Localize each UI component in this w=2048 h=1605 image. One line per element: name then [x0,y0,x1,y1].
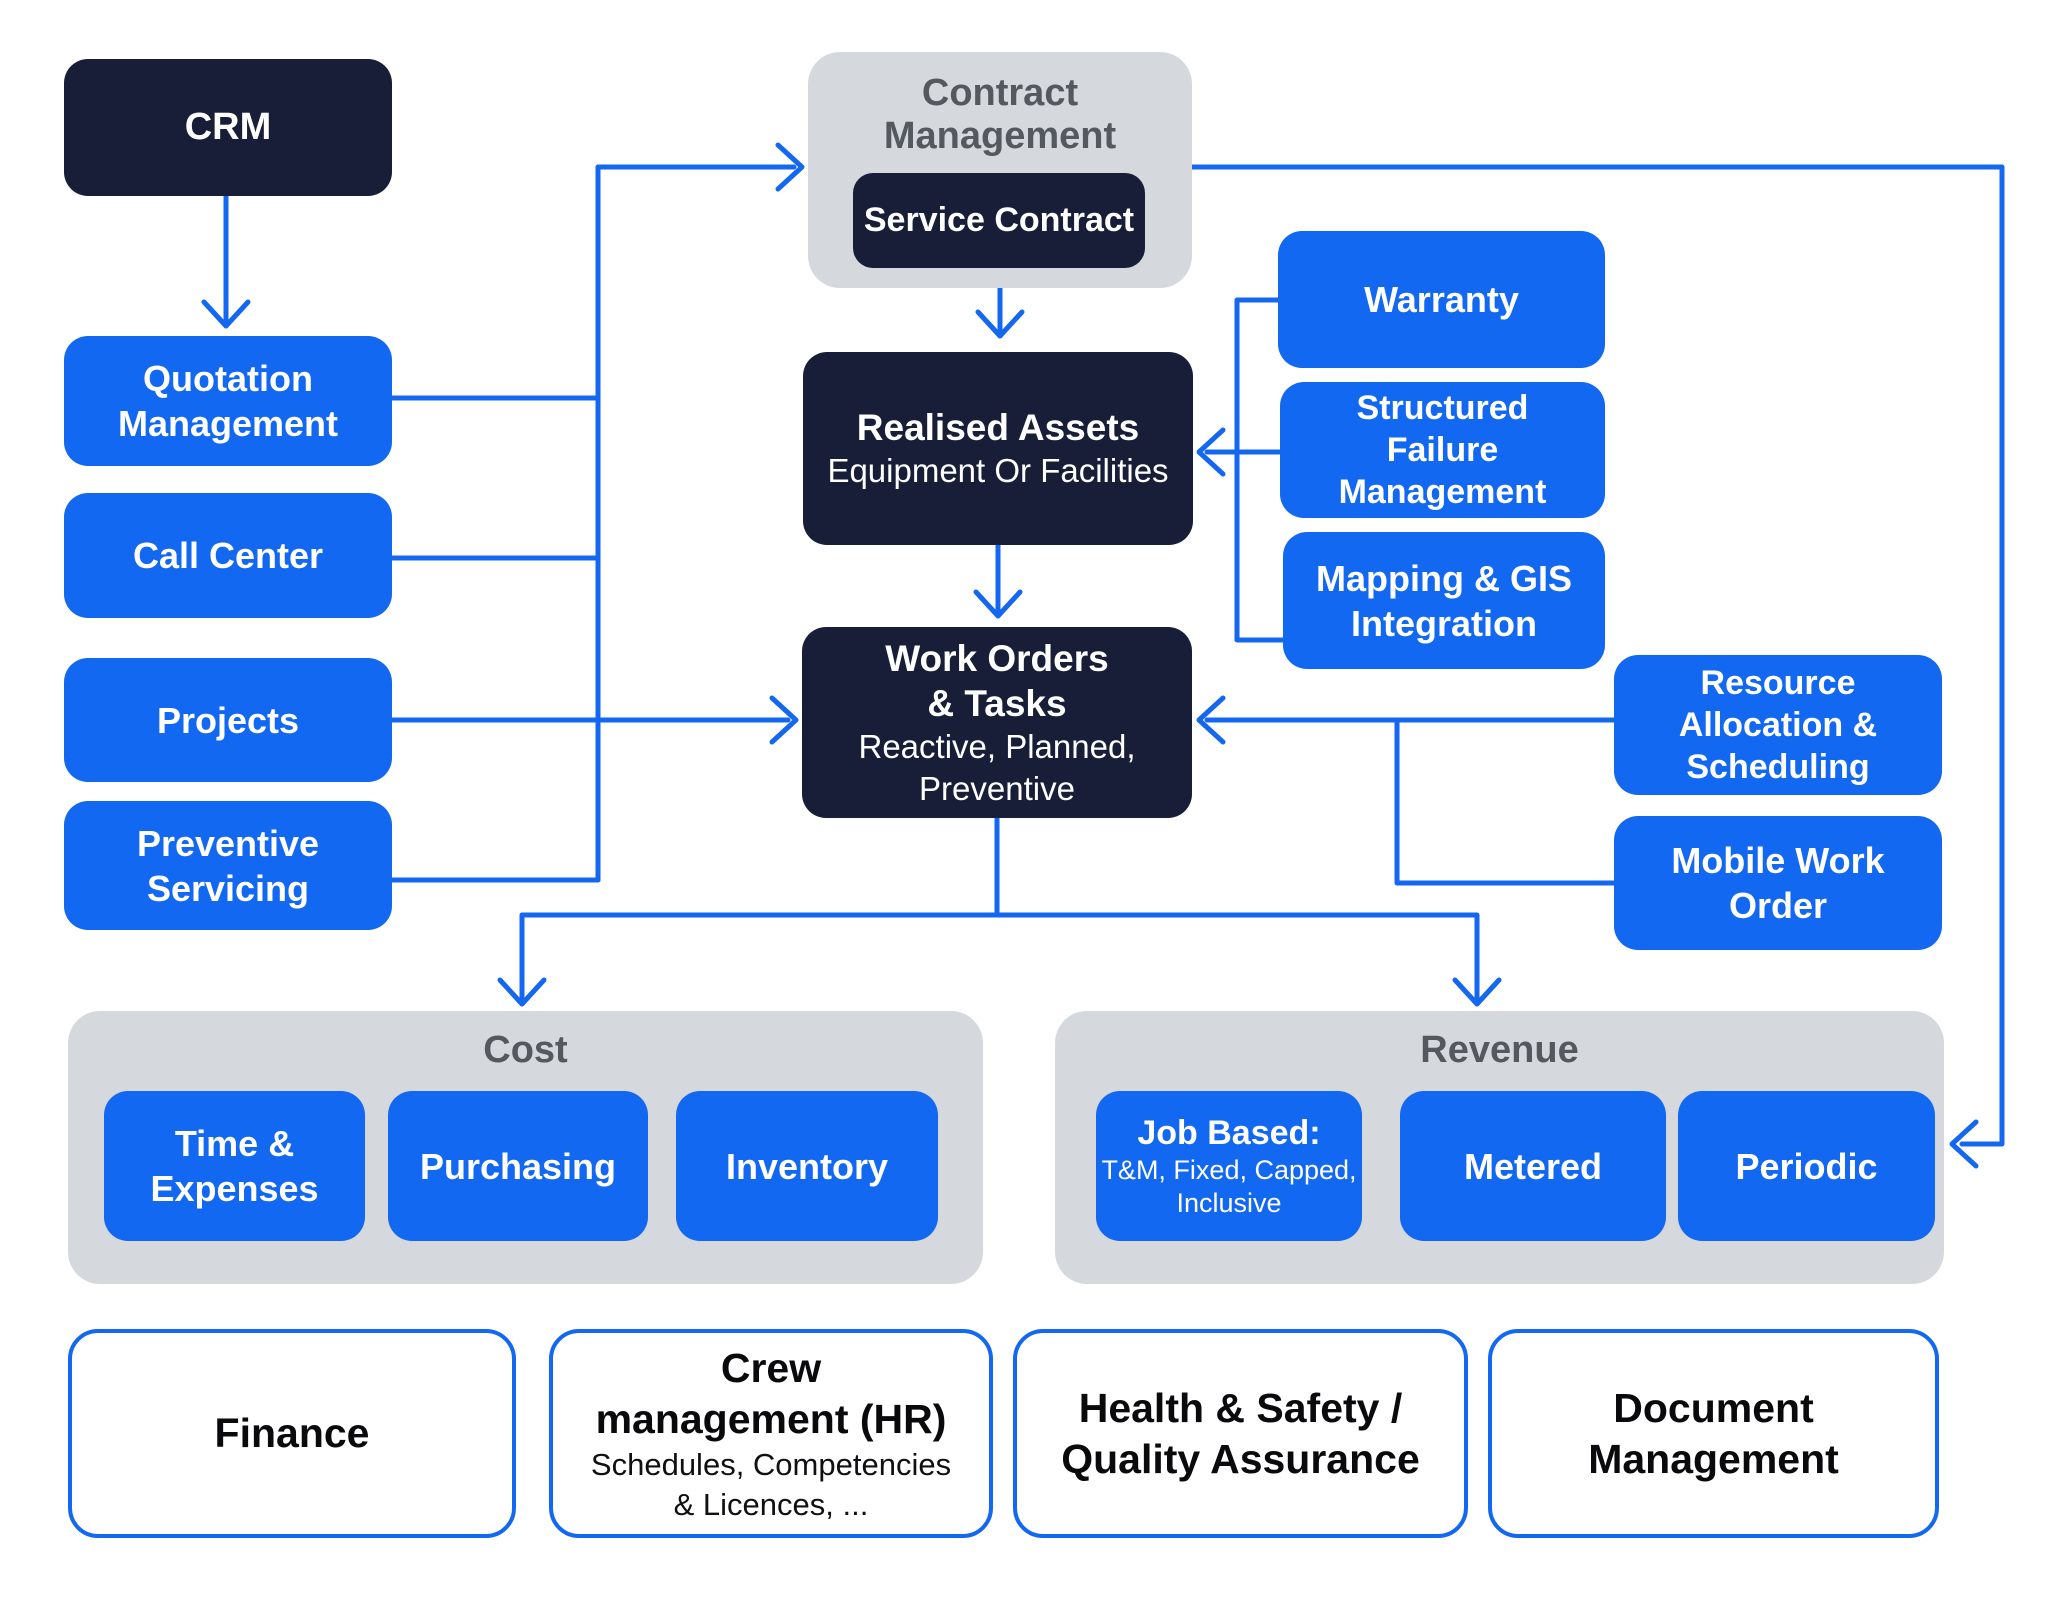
node-realised-assets: Realised Assets Equipment Or Facilities [803,352,1193,545]
node-subtitle: Inclusive [1176,1188,1282,1218]
node-time-expenses: Time & Expenses [104,1091,365,1241]
node-work-orders-tasks: Work Orders & Tasks Reactive, Planned, P… [802,627,1192,818]
node-label: Call Center [132,535,324,576]
node-label: Scheduling [1686,748,1870,786]
node-label: Mobile Work [1671,840,1885,881]
node-label: Purchasing [419,1145,617,1187]
node-label: Quality Assurance [1061,1435,1420,1482]
connector-realised-to-workorders [973,542,1023,619]
connector-left-trunk [595,142,805,883]
group-title: Cost [483,1029,568,1071]
node-label: Expenses [150,1168,319,1209]
node-quotation-management: Quotation Management [64,336,392,466]
node-inventory: Inventory [676,1091,938,1241]
connector-crm-to-quotation [201,193,251,329]
connector-projects-to-workorders [389,695,799,745]
node-resource-allocation-scheduling: Resource Allocation & Scheduling [1614,655,1942,795]
connector-warranty-group-trunk [1196,297,1286,643]
group-title: Contract Management [808,72,1192,158]
node-label: Mapping & GIS [1316,557,1572,599]
node-mobile-work-order: Mobile Work Order [1614,816,1942,950]
node-label: Preventive [136,822,320,864]
node-purchasing: Purchasing [388,1091,648,1241]
node-warranty: Warranty [1278,231,1605,368]
node-label: Integration [1351,602,1537,644]
node-title: Crew [720,1344,822,1391]
group-title: Revenue [1420,1029,1579,1071]
node-subtitle: & Licences, ... [673,1486,869,1522]
node-label: Management [1338,473,1547,511]
node-health-safety-quality-assurance: Health & Safety / Quality Assurance [1013,1329,1468,1538]
node-label: Periodic [1735,1145,1878,1187]
connector-contract-to-revenue [1189,164,2005,1169]
node-metered: Metered [1400,1091,1666,1241]
node-title: management (HR) [595,1395,947,1442]
node-label: Service Contract [863,201,1135,239]
node-label: Quotation [143,358,313,399]
group-title-line: Contract [921,72,1079,114]
node-label: Time & [174,1123,295,1164]
node-crm: CRM [64,59,392,196]
node-label: Warranty [1364,279,1519,320]
node-subtitle: Reactive, Planned, [858,727,1136,765]
node-structured-failure-management: Structured Failure Management [1280,382,1605,518]
node-label: Health & Safety / [1078,1384,1403,1431]
node-crew-management: Crew management (HR) Schedules, Competen… [549,1329,993,1538]
node-label: Management [117,403,339,444]
node-label: Projects [156,699,300,741]
node-label: Servicing [146,867,310,909]
node-label: Inventory [725,1145,889,1187]
node-periodic: Periodic [1678,1091,1935,1241]
node-title: Job Based: [1137,1114,1321,1152]
node-subtitle: Schedules, Competencies [590,1446,952,1482]
node-label: CRM [184,106,272,148]
node-job-based: Job Based: T&M, Fixed, Capped, Inclusive [1096,1091,1362,1241]
node-call-center: Call Center [64,493,392,618]
node-document-management: Document Management [1488,1329,1939,1538]
node-title: Work Orders [885,637,1109,679]
connector-resource-to-workorders [1196,695,1617,745]
node-label: Allocation & [1678,706,1878,744]
node-label: Document [1613,1384,1814,1431]
node-title: Realised Assets [856,407,1140,448]
node-label: Management [1588,1435,1839,1482]
node-title: & Tasks [927,682,1067,724]
node-subtitle: Equipment Or Facilities [827,452,1169,489]
node-preventive-servicing: Preventive Servicing [64,801,392,930]
node-label: Resource [1700,664,1856,702]
node-subtitle: Preventive [919,769,1075,807]
node-label: Structured [1356,389,1529,427]
node-mapping-gis-integration: Mapping & GIS Integration [1283,532,1605,669]
node-label: Metered [1463,1145,1603,1187]
node-label: Failure [1386,431,1499,469]
node-label: Finance [214,1410,370,1456]
node-subtitle: T&M, Fixed, Capped, [1101,1155,1357,1185]
node-label: Order [1728,885,1828,926]
group-title-line: Management [883,115,1117,157]
node-service-contract: Service Contract [853,173,1145,268]
connector-mobile-to-resource-line [1394,717,1617,886]
node-finance: Finance [68,1329,516,1538]
node-projects: Projects [64,658,392,782]
connector-workorders-split [497,815,1502,1007]
